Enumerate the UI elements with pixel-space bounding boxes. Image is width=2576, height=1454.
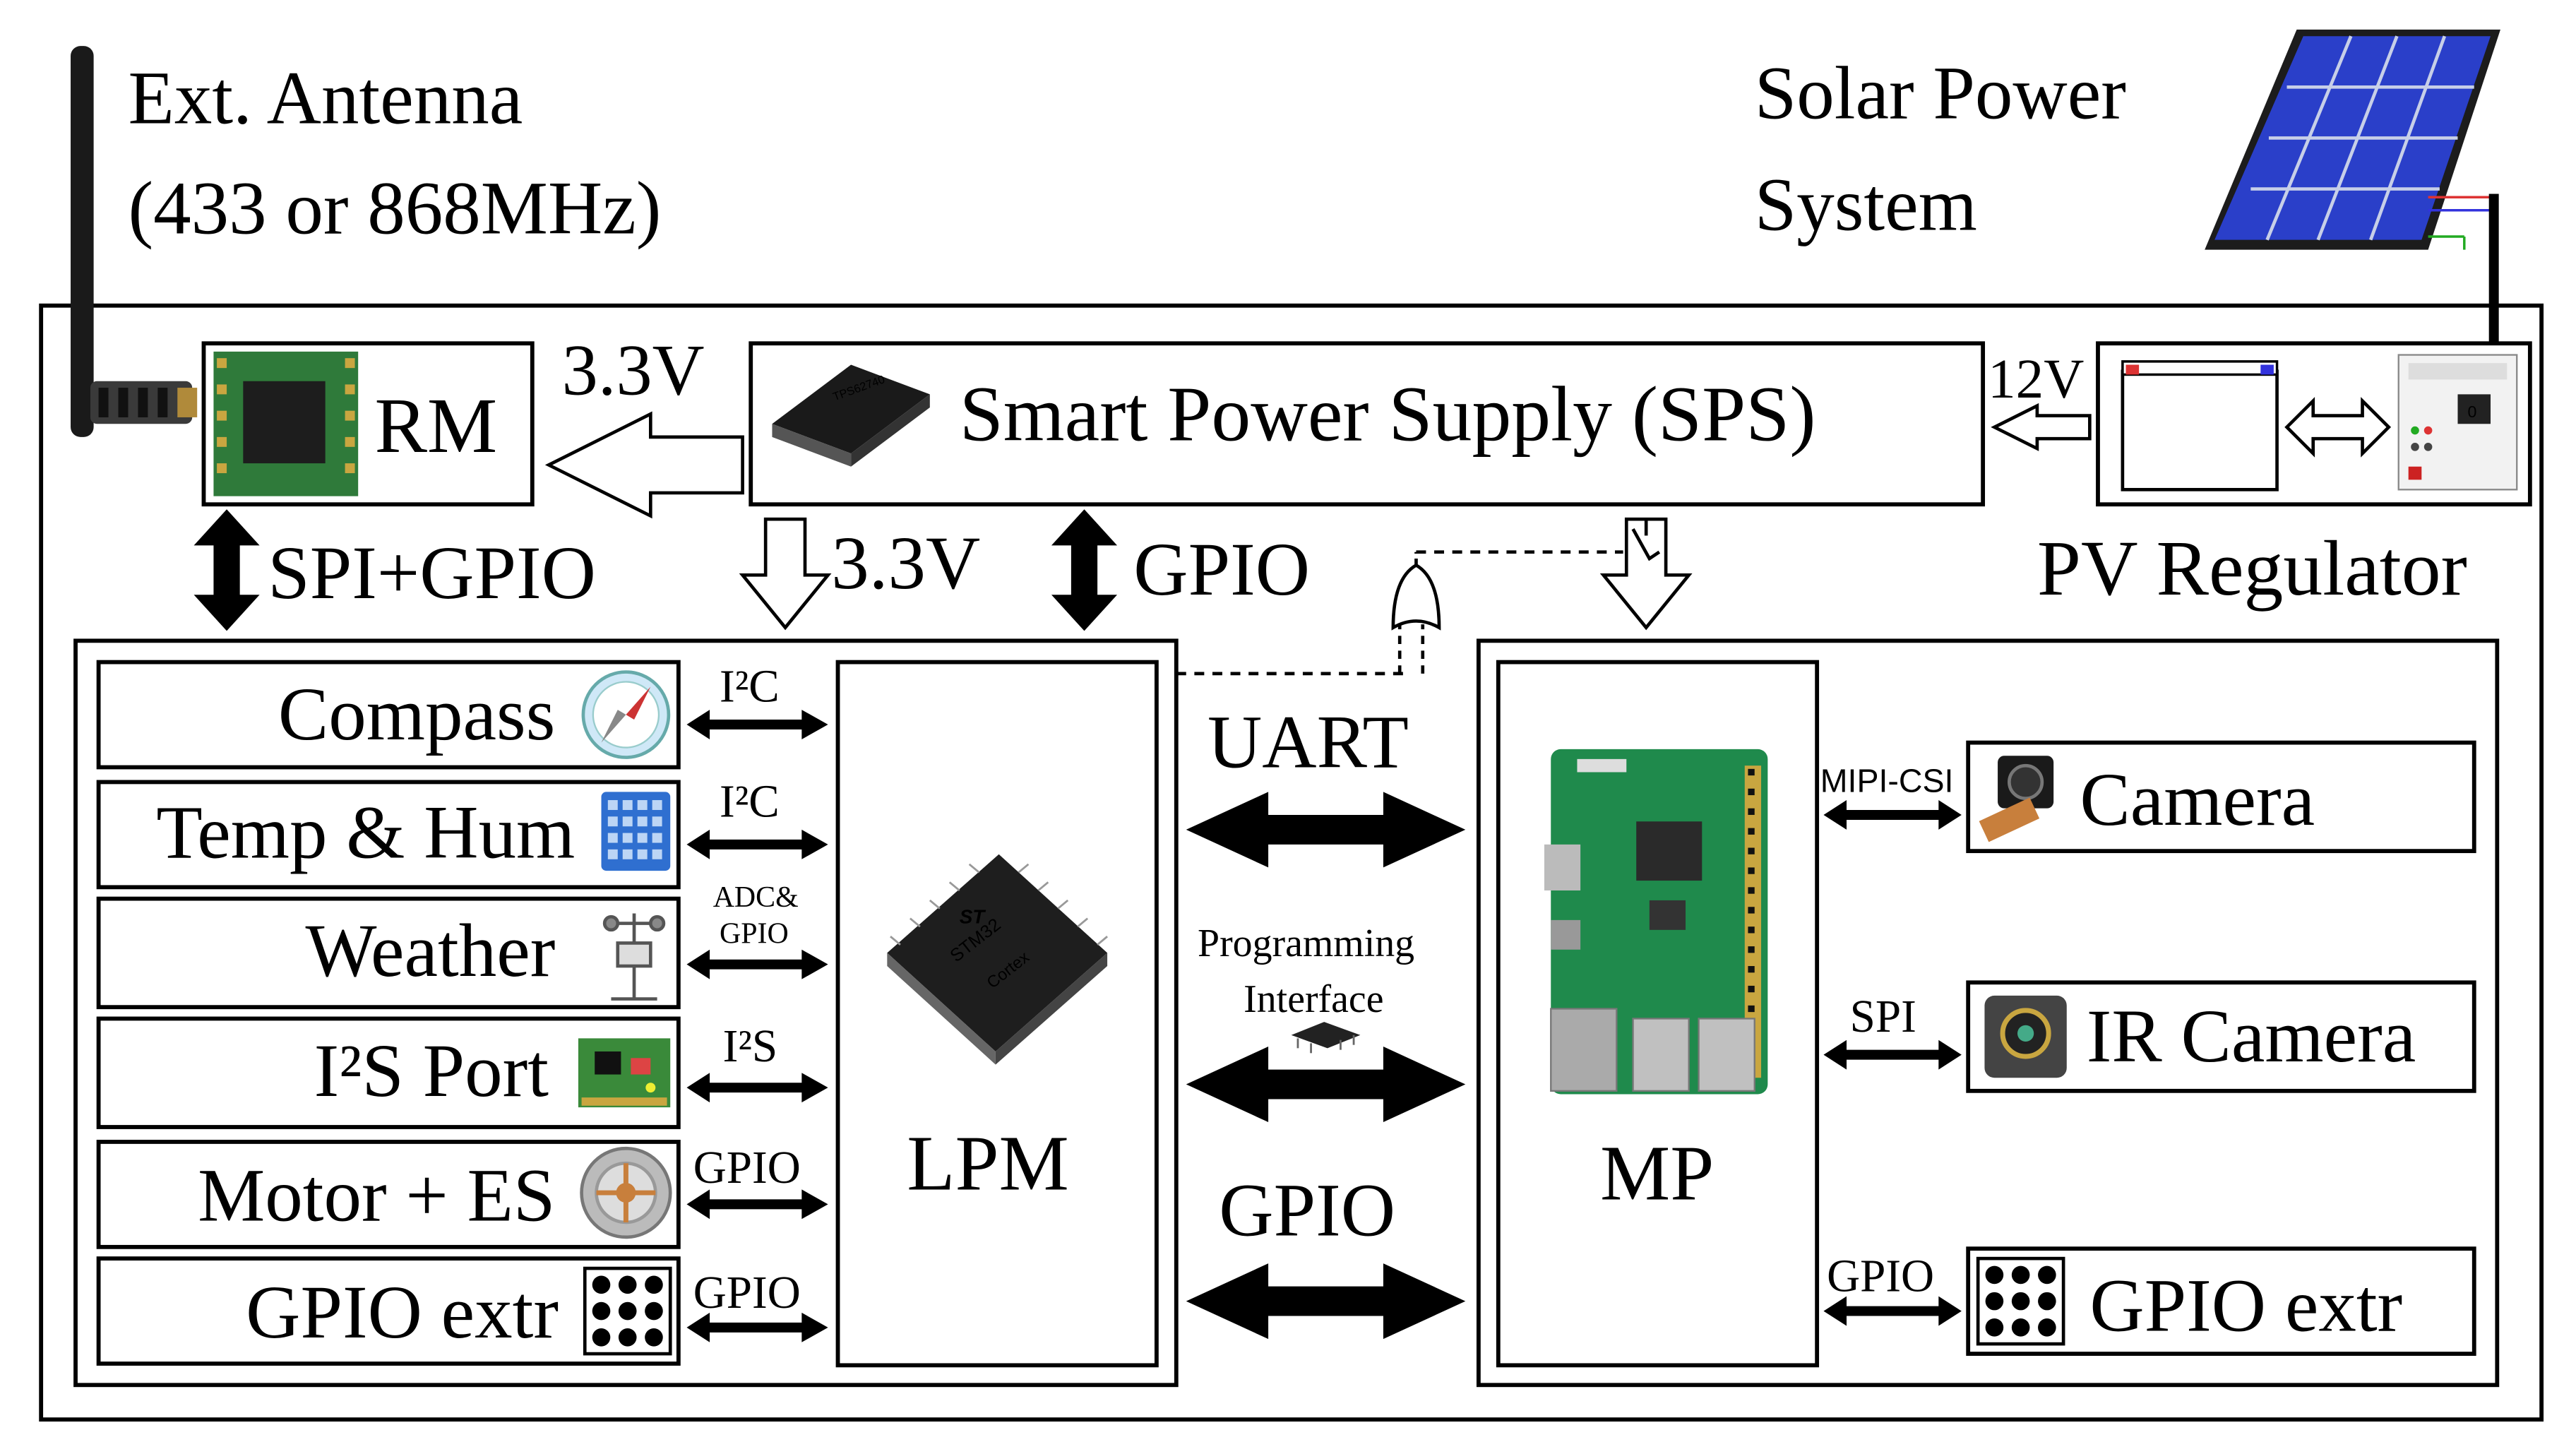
battery-regulator-arrow (2284, 397, 2392, 458)
svg-text:Weather: Weather (306, 910, 556, 993)
sensor-grid-icon (601, 792, 671, 871)
solar-title-2: System (1755, 164, 1977, 247)
sps-lpm-gpio-label: GPIO (1133, 528, 1310, 612)
programming-label-2: Interface (1244, 977, 1383, 1021)
rm-label: RM (374, 382, 497, 470)
uart-label: UART (1208, 701, 1409, 785)
gpio-extr-right-bus-label: GPIO (1827, 1251, 1934, 1302)
single-board-computer-icon (1544, 749, 1768, 1095)
charge-controller-icon: 0 (2397, 354, 2518, 491)
mcu-chip-icon: ST STM32 Cortex (887, 854, 1108, 1065)
svg-text:IR Camera: IR Camera (2087, 995, 2416, 1078)
rm-lpm-bus-label: SPI+GPIO (268, 532, 596, 615)
enable-logic-gate-icon (1176, 550, 1623, 676)
lpm-subsystem-boundary (73, 638, 1179, 1388)
antenna-icon (71, 46, 198, 437)
power-ic-chip-icon: TPS62740 (772, 364, 930, 467)
gpio-extr-left-bus-label: GPIO (693, 1268, 801, 1318)
gpio-bidirectional-arrow (1186, 1263, 1466, 1340)
programming-bidirectional-arrow (1186, 1047, 1466, 1123)
sps-to-rm-voltage: 3.3V (562, 330, 705, 410)
svg-text:I²S Port: I²S Port (314, 1030, 549, 1113)
peripheral-compass: Compass (96, 660, 681, 770)
compass-icon (581, 670, 671, 759)
svg-text:0: 0 (2467, 403, 2476, 421)
sps-to-lpm-power-arrow (739, 517, 832, 631)
left-bus-arrows (686, 710, 828, 1342)
programming-label-1: Programming (1198, 922, 1414, 965)
rm-lpm-bidirectional-arrow (193, 509, 260, 631)
svg-text:GPIO extr: GPIO extr (2089, 1265, 2402, 1348)
right-bus-arrows (1823, 800, 1962, 1326)
gpio-mid-label: GPIO (1219, 1169, 1395, 1253)
sps-to-mp-switched-arrow (1599, 517, 1693, 631)
peripheral-camera: Camera (1966, 740, 2476, 854)
ir-camera-icon (1984, 995, 2067, 1078)
i2s-bus-label: I²S (723, 1021, 777, 1072)
gpio-dots-icon (583, 1266, 672, 1356)
uart-bidirectional-arrow (1186, 792, 1466, 868)
weather-station-icon (602, 913, 666, 1001)
sps-to-lpm-voltage: 3.3V (831, 522, 980, 605)
antenna-title: Ext. Antenna (128, 57, 523, 141)
mp-subsystem-boundary (1476, 638, 2500, 1388)
peripheral-gpio-extr-right: GPIO extr (1966, 1246, 2476, 1356)
system-boundary (39, 303, 2544, 1422)
peripheral-ir-camera: IR Camera (1966, 980, 2476, 1093)
svg-text:Temp & Hum: Temp & Hum (156, 791, 575, 874)
pv-to-sps-arrow (1991, 403, 2092, 451)
peripheral-weather: Weather (96, 896, 681, 1010)
camera-module-icon (1979, 756, 2054, 842)
radio-module-icon (213, 351, 359, 496)
temp-hum-bus-label: I²C (720, 776, 780, 827)
mp-label: MP (1600, 1129, 1714, 1217)
camera-bus-label: MIPI-CSI (1820, 762, 1954, 799)
battery-icon (2121, 360, 2279, 491)
pv-to-sps-voltage: 12V (1988, 349, 2084, 410)
solar-panel-icon (2205, 29, 2500, 362)
weather-bus-label-1: ADC& (713, 881, 799, 914)
peripheral-motor-es: Motor + ES (96, 1140, 681, 1249)
sps-label: Smart Power Supply (SPS) (960, 371, 1816, 458)
weather-bus-label-2: GPIO (720, 917, 789, 950)
peripheral-temp-hum: Temp & Hum (96, 780, 681, 890)
svg-text:Camera: Camera (2080, 758, 2315, 842)
programming-connector-icon (1291, 1022, 1361, 1054)
gpio-dots-icon (1976, 1256, 2065, 1346)
ir-camera-bus-label: SPI (1850, 991, 1916, 1042)
circuit-board-icon (578, 1038, 671, 1108)
svg-text:GPIO extr: GPIO extr (246, 1271, 559, 1354)
peripheral-gpio-extr-left: GPIO extr (96, 1256, 681, 1366)
antenna-frequency: (433 or 868MHz) (128, 167, 661, 250)
lpm-label: LPM (907, 1119, 1069, 1207)
sps-lpm-gpio-arrow (1051, 509, 1118, 631)
svg-text:Motor + ES: Motor + ES (198, 1155, 555, 1238)
compass-bus-label: I²C (720, 661, 780, 712)
pv-regulator-label: PV Regulator (2037, 525, 2467, 612)
sps-block (749, 341, 1986, 507)
sps-to-rm-arrow (544, 411, 744, 519)
peripheral-i2s-port: I²S Port (96, 1016, 681, 1129)
solar-title: Solar Power (1755, 52, 2126, 136)
svg-text:Compass: Compass (278, 673, 555, 756)
svg-text:ST: ST (960, 906, 987, 928)
motor-icon (580, 1146, 672, 1239)
motor-bus-label: GPIO (693, 1143, 801, 1193)
